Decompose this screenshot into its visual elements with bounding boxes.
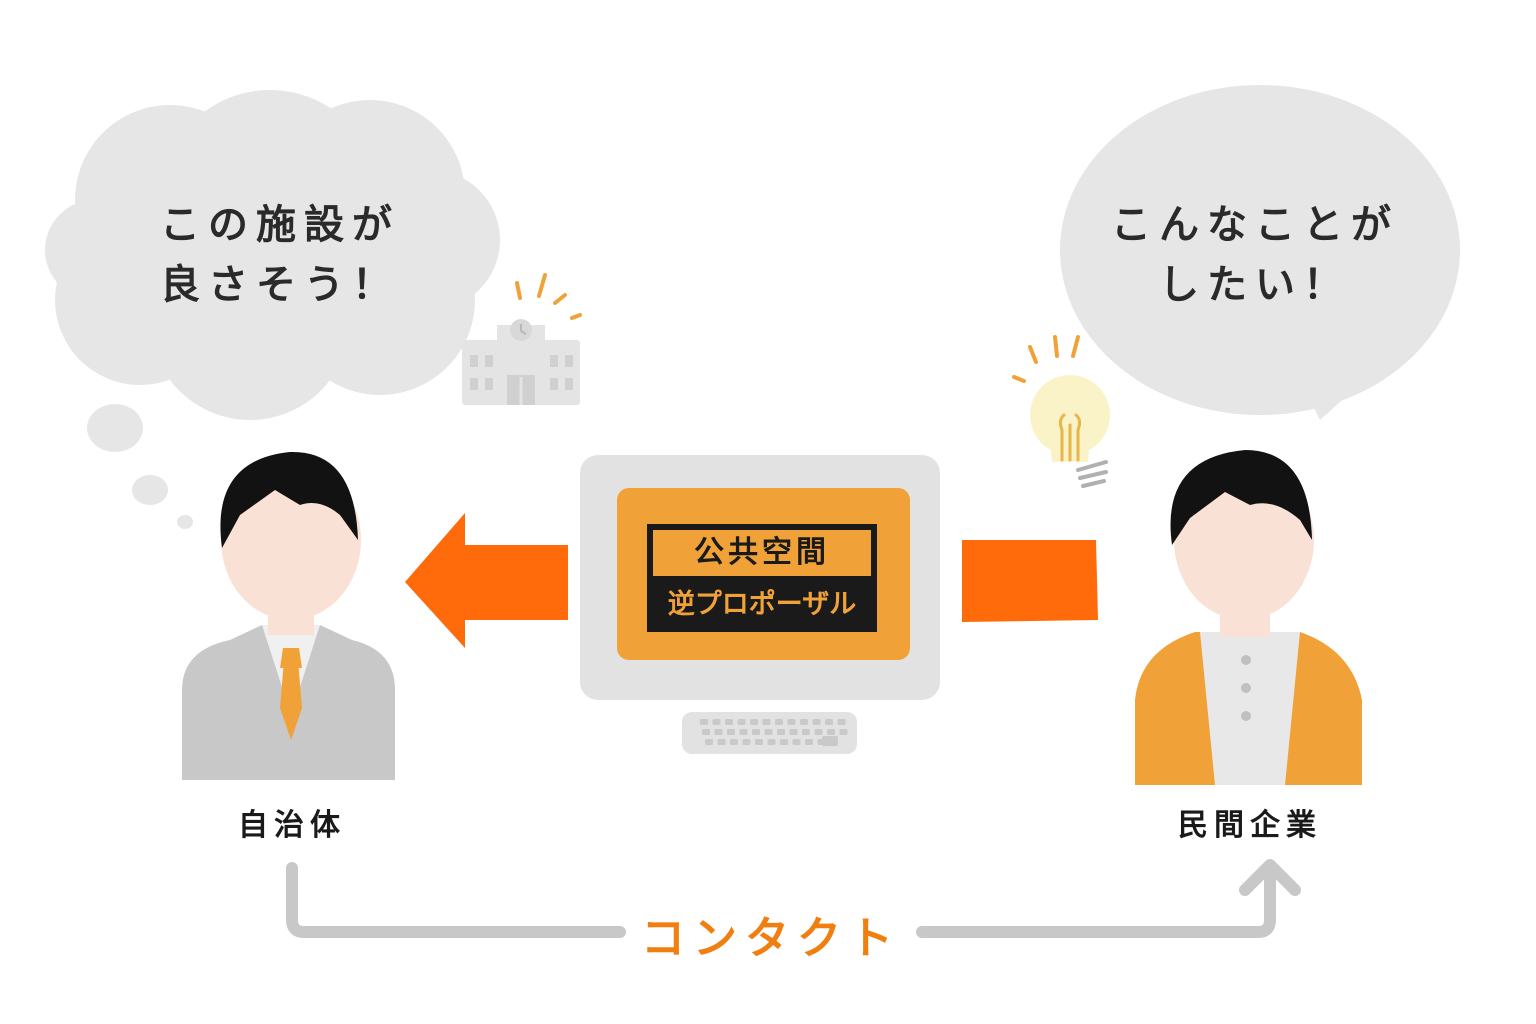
keyboard-key — [742, 739, 751, 745]
keyboard-key — [775, 719, 783, 725]
keyboard-key — [767, 739, 776, 745]
keyboard-key — [764, 729, 773, 735]
keyboard-key — [717, 739, 726, 745]
screen-title-line2: 逆プロポーザル — [667, 589, 857, 620]
screen-title-line1: 公共空間 — [694, 535, 830, 570]
keyboard-key — [802, 729, 810, 735]
keyboard-key — [702, 729, 710, 735]
keyboard-key — [825, 719, 833, 725]
right-bubble-line2: したい！ — [1159, 262, 1351, 308]
keyboard-key — [839, 729, 848, 735]
left-arrow — [405, 513, 568, 648]
left-bubble-line1: この施設が — [160, 202, 400, 248]
lightbulb-icon — [1012, 335, 1110, 488]
keyboard-key — [712, 719, 721, 725]
building-icon — [462, 273, 582, 405]
keyboard-key — [705, 739, 713, 745]
keyboard-icon — [700, 719, 848, 746]
keyboard-key — [787, 719, 796, 725]
keyboard-key — [789, 729, 798, 735]
keyboard-key — [780, 739, 788, 745]
left-bubble-line2: 良さそう！ — [160, 262, 400, 308]
keyboard-key — [827, 729, 835, 735]
contact-connector — [286, 859, 1301, 938]
monitor-icon — [580, 455, 940, 754]
keyboard-key — [800, 719, 808, 725]
right-bubble-text: こんなことが したい！ — [1080, 195, 1430, 315]
contact-label: コンタクト — [641, 913, 901, 964]
keyboard-key — [777, 729, 785, 735]
keyboard-key — [750, 719, 758, 725]
left-thought-cloud — [45, 90, 500, 529]
keyboard-key — [739, 729, 748, 735]
keyboard-key — [822, 736, 838, 746]
keyboard-key — [727, 729, 735, 735]
keyboard-key — [730, 739, 738, 745]
left-role-label: 自治体 — [238, 808, 346, 843]
keyboard-key — [755, 739, 763, 745]
keyboard-key — [814, 729, 823, 735]
left-person — [182, 451, 395, 780]
right-person — [1135, 450, 1362, 785]
right-bubble-line1: こんなことが — [1111, 202, 1399, 248]
keyboard-key — [805, 739, 813, 745]
right-speech-bubble — [1060, 85, 1460, 420]
left-bubble-text: この施設が 良さそう！ — [120, 195, 440, 315]
keyboard-key — [714, 729, 723, 735]
keyboard-key — [812, 719, 821, 725]
keyboard-key — [792, 739, 801, 745]
keyboard-key — [837, 719, 846, 725]
keyboard-key — [762, 719, 771, 725]
right-arrow — [962, 540, 1098, 622]
keyboard-key — [725, 719, 733, 725]
keyboard-key — [737, 719, 746, 725]
right-role-label: 民間企業 — [1178, 808, 1322, 843]
keyboard-key — [752, 729, 760, 735]
keyboard-key — [700, 719, 708, 725]
